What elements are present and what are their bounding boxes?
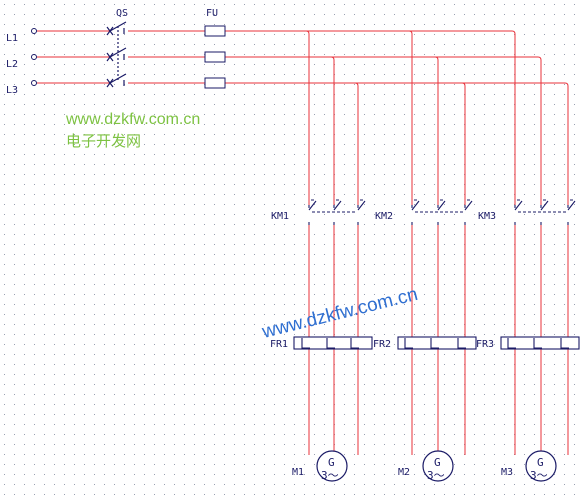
watermark-chinese: 电子开发网 <box>66 133 141 150</box>
line-label-l1: L1 <box>6 33 18 44</box>
supply-wires <box>37 30 569 455</box>
overload-relay <box>293 336 373 350</box>
overload-relay <box>500 336 580 350</box>
contactor-contacts <box>509 199 576 225</box>
fuse-l1 <box>204 25 226 37</box>
terminal-l2 <box>31 54 37 60</box>
fuse-block <box>204 25 226 89</box>
fuse-l3 <box>204 77 226 89</box>
motor-phase: 3～ <box>321 469 339 482</box>
relay-label: FR3 <box>476 339 494 350</box>
motor-symbol: G <box>537 456 544 469</box>
branch-2: KM2 FR2 G 3～ M2 <box>373 199 477 482</box>
contactor-contacts <box>303 199 366 225</box>
motor-symbol: G <box>434 456 441 469</box>
contactor-label: KM3 <box>478 211 496 222</box>
isolating-switch <box>106 21 127 88</box>
motor-phase: 3～ <box>530 469 548 482</box>
terminal-l3 <box>31 80 37 86</box>
motor-phase: 3～ <box>427 469 445 482</box>
terminal-l1 <box>31 28 37 34</box>
fuse-l2 <box>204 51 226 63</box>
motor-symbol: G <box>328 456 335 469</box>
motor: G 3～ <box>422 450 454 482</box>
line-label-l3: L3 <box>6 85 18 96</box>
motor-label: M2 <box>398 467 410 478</box>
motor-label: M1 <box>292 467 304 478</box>
motor: G 3～ <box>316 450 348 482</box>
watermark-url-green: www.dzkfw.com.cn <box>65 111 200 128</box>
relay-label: FR1 <box>270 339 288 350</box>
motor-label: M3 <box>501 467 513 478</box>
relay-label: FR2 <box>373 339 391 350</box>
overload-relay <box>397 336 477 350</box>
motor: G 3～ <box>525 450 557 482</box>
contactor-label: KM2 <box>375 211 393 222</box>
line-label-l2: L2 <box>6 59 18 70</box>
switch-label: QS <box>116 8 128 19</box>
branch-1: KM1 FR1 G 3～ M1 <box>270 199 373 482</box>
contactor-contacts <box>406 199 473 225</box>
contactor-label: KM1 <box>271 211 289 222</box>
fuse-label: FU <box>206 8 218 19</box>
branch-3: KM3 FR3 G 3～ M3 <box>476 199 580 482</box>
